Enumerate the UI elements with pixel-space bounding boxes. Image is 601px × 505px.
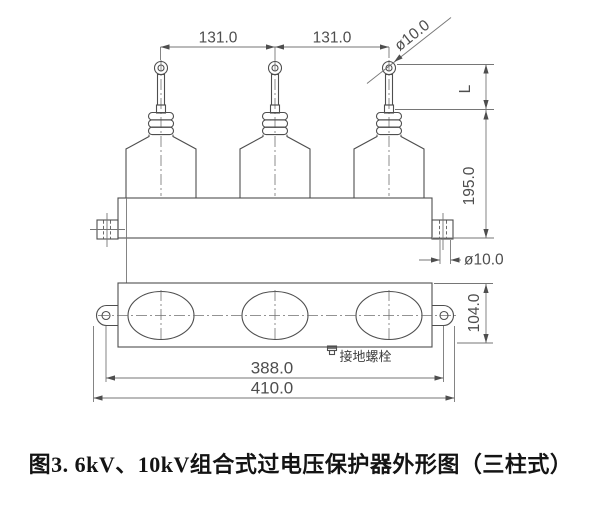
dimensions: 131.0 131.0 ø10.0 L 195.0: [93, 16, 504, 402]
ground-bolt-symbol: [326, 345, 338, 356]
dim-upper-height: 195.0: [461, 166, 478, 205]
figure-caption: 图3. 6kV、10kV组合式过电压保护器外形图（三柱式）: [28, 452, 573, 477]
right-mounting-lug: [432, 304, 455, 327]
left-mounting-lug: [95, 304, 118, 327]
dim-base-depth-text: 104.0: [466, 293, 483, 332]
plan-view: 接地螺栓: [95, 282, 456, 364]
dim-terminal-diameter-leader: ø10.0: [366, 16, 452, 84]
dim-overall-width: 410.0: [93, 326, 455, 402]
dim-terminal-diameter: ø10.0: [391, 16, 433, 54]
plan-outline: [117, 282, 433, 348]
dim-hole-spacing: 388.0: [105, 326, 444, 382]
drawing-canvas: 接地螺栓 131.0 131.0 ø10.0: [90, 16, 504, 402]
dim-pitch-right: 131.0: [313, 30, 352, 47]
insulator-column-2: [239, 59, 311, 199]
base-box: [117, 197, 433, 239]
left-side-bolt: [90, 213, 125, 247]
dim-base-depth: 104.0: [434, 283, 493, 344]
dim-pitch-left: 131.0: [199, 30, 238, 47]
dim-right-vertical: L 195.0: [395, 64, 494, 239]
dim-side-bolt-diameter: ø10.0: [419, 240, 504, 269]
front-view: [90, 59, 454, 283]
dim-hole-spacing-text: 388.0: [251, 359, 294, 378]
dim-overall-width-text: 410.0: [251, 379, 294, 398]
insulator-column-3: [353, 59, 425, 199]
outline-drawing: 接地螺栓 131.0 131.0 ø10.0: [90, 16, 504, 402]
dim-terminal-length: L: [457, 84, 474, 93]
dim-pitch: 131.0 131.0: [160, 30, 390, 60]
dim-side-bolt-diameter-text: ø10.0: [464, 252, 504, 269]
right-side-bolt: [431, 213, 454, 250]
ground-bolt-label: 接地螺栓: [340, 349, 392, 364]
insulator-column-1: [125, 59, 197, 199]
